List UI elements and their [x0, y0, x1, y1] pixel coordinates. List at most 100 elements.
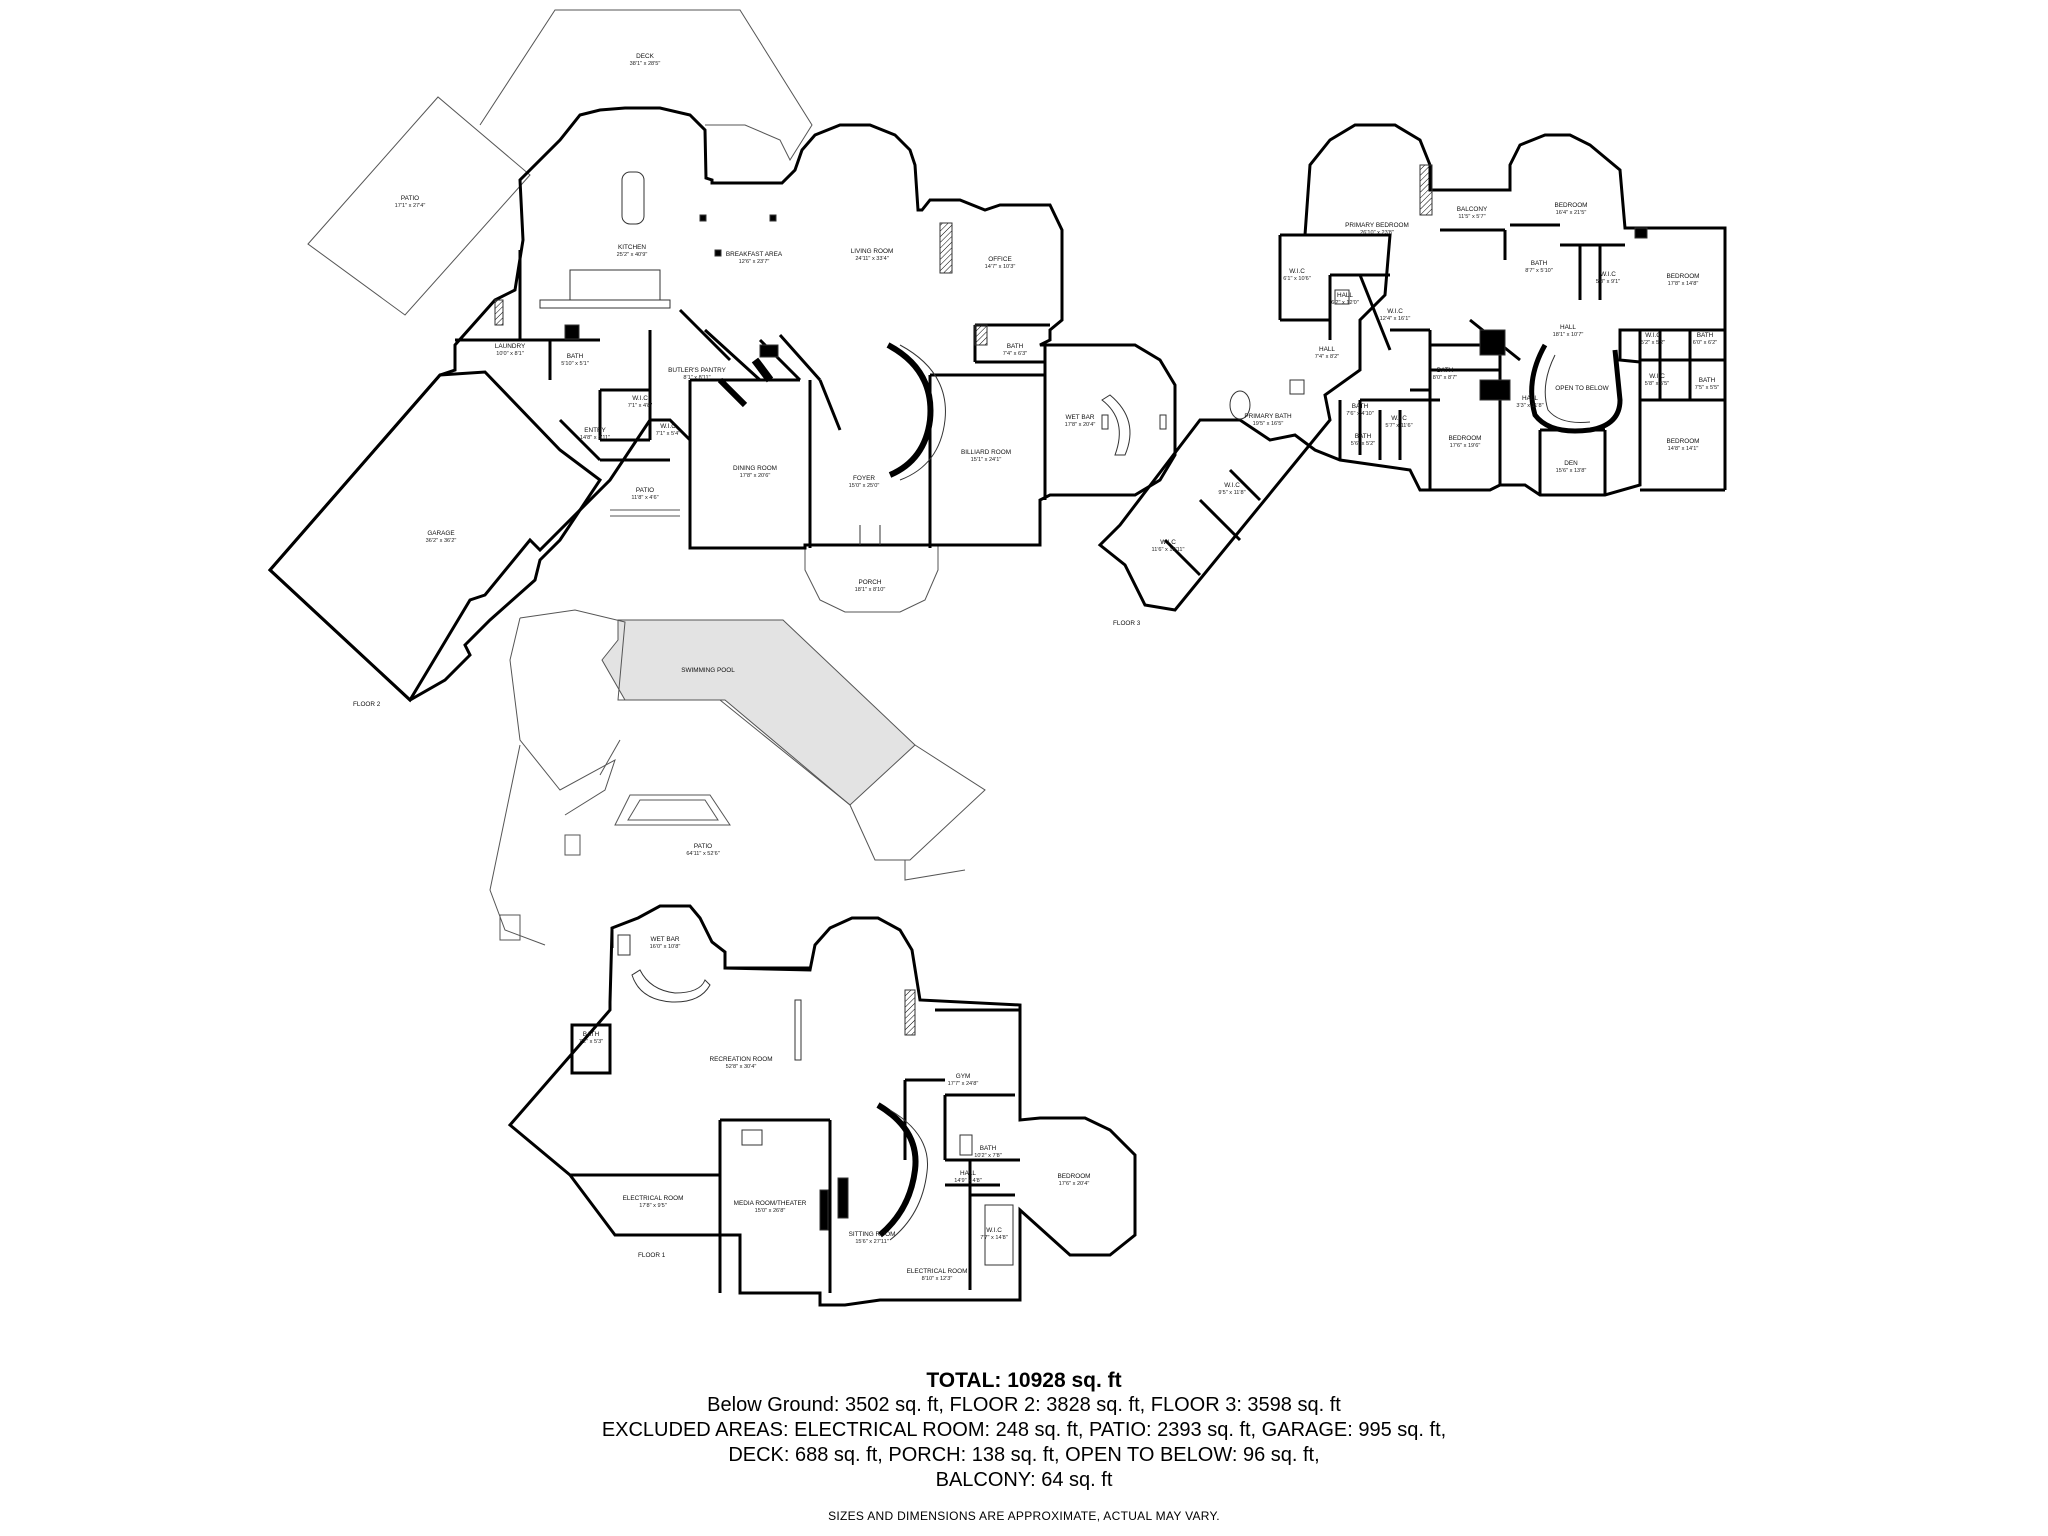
room-dims: 7'1" x 5'4": [656, 431, 680, 437]
room-name: BEDROOM: [1448, 435, 1481, 442]
room-dims: 26'10" x 23'8": [1360, 230, 1394, 236]
room-dims: 5'10" x 5'1": [561, 361, 589, 367]
room-name: OFFICE: [988, 256, 1011, 263]
room-name: HALL: [1337, 292, 1353, 299]
room-dims: 17'1" x 27'4": [395, 203, 426, 209]
floor-1-room-labels: SWIMMING POOL PATIO 64'11" x 52'6" WET B…: [579, 667, 1091, 1282]
kitchen-island-2: [569, 269, 661, 301]
room-dims: 16'4" x 21'5": [1556, 210, 1587, 216]
room-name: BATH: [1437, 367, 1454, 374]
room-name: BATH: [1007, 343, 1024, 350]
room-name: KITCHEN: [618, 244, 646, 251]
room-dims: 15'0" x 26'8": [755, 1208, 786, 1214]
room-name: DINING ROOM: [733, 465, 777, 472]
excluded-areas-line-2: DECK: 688 sq. ft, PORCH: 138 sq. ft, OPE…: [728, 1444, 1320, 1466]
room-dims: 6'0" x 6'2": [1693, 340, 1717, 346]
room-name: DEN: [1564, 460, 1578, 467]
room-name: WET BAR: [651, 936, 680, 943]
floor-areas: Below Ground: 3502 sq. ft, FLOOR 2: 3828…: [707, 1394, 1341, 1416]
room-dims: 14'8" x 14'1": [1668, 446, 1699, 452]
floor-2-exterior: [307, 9, 939, 613]
floor-3-plan: PRIMARY BEDROOM 26'10" x 23'8" BALCONY 1…: [1097, 123, 1727, 627]
room-name: PATIO: [401, 195, 419, 202]
room-name: BREAKFAST AREA: [726, 251, 783, 258]
room-dims: 8'0" x 8'7": [1433, 375, 1457, 381]
floor-label: FLOOR 3: [1113, 620, 1141, 627]
disclaimer: SIZES AND DIMENSIONS ARE APPROXIMATE, AC…: [828, 1509, 1220, 1523]
deck-outline: [479, 9, 813, 162]
floor-2-plan: DECK 38'1" x 28'5" PATIO 17'1" x 27'4" K…: [267, 9, 1177, 708]
room-dims: 8'7" x 5'10": [1525, 268, 1553, 274]
room-dims: 7'2" x 5'3": [579, 1039, 603, 1045]
swimming-pool: [601, 619, 916, 806]
room-dims: 7'4" x 8'2": [1315, 354, 1339, 360]
room-name: BATH: [1697, 332, 1714, 339]
room-dims: 17'8" x 14'8": [1668, 281, 1699, 287]
room-dims: 7'4" x 6'3": [1003, 351, 1027, 357]
room-name: FOYER: [853, 475, 875, 482]
room-dims: 38'1" x 28'5": [630, 61, 661, 67]
room-dims: 5'6" x 5'2": [1351, 441, 1375, 447]
room-name: ELECTRICAL ROOM: [623, 1195, 684, 1202]
room-name: BATH: [583, 1031, 600, 1038]
floor-label: FLOOR 2: [353, 701, 381, 708]
room-dims: 12'6" x 23'7": [739, 259, 770, 265]
floor-3-room-labels: PRIMARY BEDROOM 26'10" x 23'8" BALCONY 1…: [1113, 202, 1719, 627]
room-name: PRIMARY BEDROOM: [1345, 222, 1409, 229]
floor-1-fixtures: [617, 934, 1014, 1266]
room-name: OPEN TO BELOW: [1555, 385, 1609, 392]
room-dims: 18'1" x 8'10": [855, 587, 886, 593]
room-dims: 5'2" x 5'2": [1641, 340, 1665, 346]
room-name: W.I.C: [1224, 482, 1240, 489]
room-name: BATH: [1699, 377, 1716, 384]
room-name: BATH: [1531, 260, 1548, 267]
room-name: ELECTRICAL ROOM: [907, 1268, 968, 1275]
garage-walls: [267, 370, 603, 702]
excluded-areas-line-3: BALCONY: 64 sq. ft: [935, 1469, 1113, 1491]
room-dims: 5'8" x 9'1": [1596, 279, 1620, 285]
room-name: W.I.C: [1160, 539, 1176, 546]
lower-wet-bar-counter: [631, 969, 711, 1003]
room-dims: 8'10" x 12'3": [922, 1276, 953, 1282]
room-dims: 5'7" x 11'6": [1385, 423, 1412, 429]
room-name: SWIMMING POOL: [681, 667, 735, 674]
room-dims: 52'8" x 30'4": [726, 1064, 757, 1070]
room-name: SITTING ROOM: [849, 1231, 896, 1238]
room-name: PATIO: [694, 843, 712, 850]
room-dims: 15'6" x 27'11": [855, 1239, 888, 1245]
lower-patio-outline: [519, 609, 986, 861]
room-name: W.I.C: [660, 423, 676, 430]
room-name: BEDROOM: [1666, 438, 1699, 445]
room-dims: 14'8" x 8'11": [580, 435, 610, 441]
floor-1-exterior: [489, 609, 986, 946]
patio-outline: [307, 96, 531, 316]
room-dims: 17'7" x 24'8": [948, 1081, 979, 1087]
room-name: BEDROOM: [1554, 202, 1587, 209]
room-dims: 14'9" x 4'8": [954, 1178, 982, 1184]
room-dims: 7'5" x 5'5": [1695, 385, 1719, 391]
total-area: TOTAL: 10928 sq. ft: [926, 1369, 1122, 1392]
room-name: W.I.C: [1391, 415, 1407, 422]
room-name: HALL: [1319, 346, 1335, 353]
chimney: [494, 299, 504, 326]
room-name: BILLIARD ROOM: [961, 449, 1011, 456]
room-dims: 15'1" x 24'1": [971, 457, 1002, 463]
room-name: GYM: [956, 1073, 971, 1080]
room-name: WET BAR: [1066, 414, 1095, 421]
room-dims: 12'4" x 16'1": [1380, 316, 1411, 322]
wet-bar-counter: [1101, 394, 1131, 456]
room-name: HALL: [960, 1170, 976, 1177]
room-name: ENTRY: [584, 427, 606, 434]
room-dims: 24'11" x 33'4": [855, 256, 888, 262]
main-house-walls: [267, 106, 1177, 703]
room-name: W.I.C: [986, 1227, 1002, 1234]
room-name: W.I.C: [1387, 308, 1403, 315]
room-dims: 7'1" x 4'8": [628, 403, 652, 409]
floor-2-fixtures: [494, 171, 1167, 545]
room-name: GARAGE: [427, 530, 454, 537]
room-name: BATH: [1352, 403, 1369, 410]
room-dims: 8'1" x 8'11": [683, 375, 710, 381]
porch-outline: [804, 545, 939, 613]
room-dims: 19'5" x 16'5": [1253, 421, 1284, 427]
room-dims: 10'2" x 7'8": [974, 1153, 1002, 1159]
